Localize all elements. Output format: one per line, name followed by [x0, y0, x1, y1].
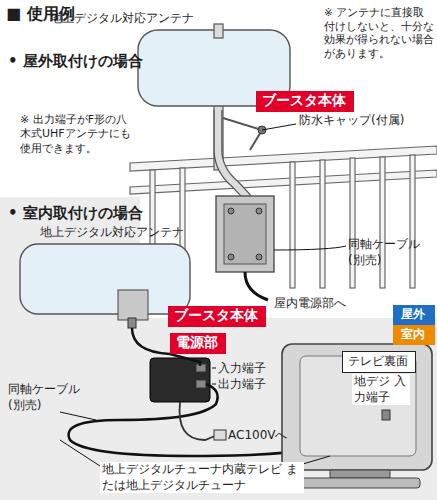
section-heading: • 室内取付けの場合 [8, 204, 143, 224]
annotation: 防水キャップ(付属) [299, 113, 404, 129]
coax-cable [245, 272, 268, 300]
annotation: 地デジ 入力端子 [352, 374, 410, 405]
label-box: ブースタ本体 [256, 91, 354, 112]
indoor-ground [0, 197, 437, 500]
label-box: テレビ裏面 [342, 351, 416, 373]
node-text: 電源部 [176, 334, 220, 352]
plug [214, 430, 226, 440]
label-box: 電源部 [170, 333, 226, 354]
leader-line [212, 368, 216, 384]
leader-line [262, 124, 296, 130]
annotation: 出力端子 [218, 377, 266, 393]
annotation: ※ アンテナに直接取付けしないと、十分な効果が得られない場合があります。 [322, 6, 436, 61]
annotation: 地上デジタル対応アンテナ [40, 225, 184, 241]
node-text: ブースタ本体 [174, 307, 260, 325]
booster-unit [216, 196, 274, 272]
node-text: 屋外 [401, 306, 427, 323]
annotation: 地上デジタルチューナ内蔵テレビ または地上デジタルチューナ [100, 462, 304, 493]
annotation: 地上デジタル対応アンテナ [50, 11, 194, 27]
node-text: 室内 [401, 326, 427, 343]
annotation: 同軸ケーブル (別売) [8, 382, 88, 413]
label-box: 屋外 [393, 305, 435, 325]
power-cord [180, 402, 215, 440]
node-text: テレビ裏面 [348, 353, 410, 370]
annotation: 屋内電源部へ [272, 296, 348, 311]
annotation: 入力端子 [218, 361, 266, 377]
section-heading: • 屋外取付けの場合 [8, 52, 143, 72]
leader-line [274, 246, 346, 250]
tv-back [282, 344, 432, 488]
annotation: ※ 出力端子がF形の八木式UHFアンテナにも使用できます。 [20, 113, 138, 156]
annotation: AC100Vへ [228, 428, 288, 444]
label-box: ブースタ本体 [168, 306, 266, 327]
label-box: 室内 [393, 325, 435, 345]
indoor-antenna [20, 244, 190, 328]
leader-line [60, 412, 96, 420]
annotation: 同軸ケーブル (別売) [348, 237, 428, 268]
node-text: ブースタ本体 [262, 92, 348, 110]
